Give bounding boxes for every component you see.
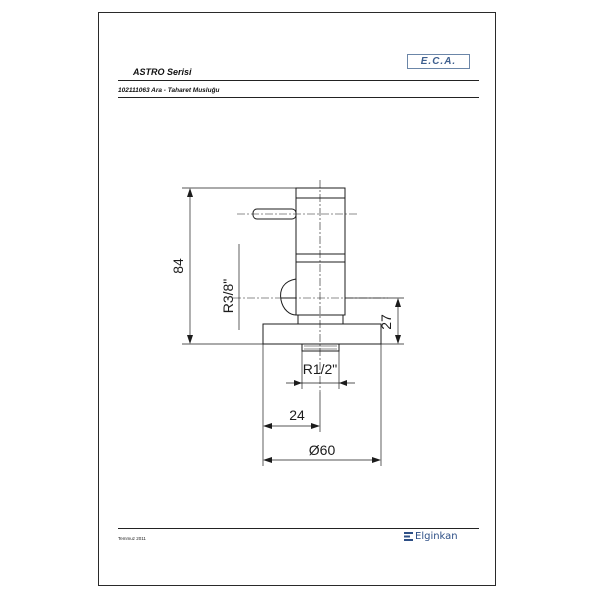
dim-offset-label: 24 <box>289 407 305 423</box>
footer-rule <box>118 528 479 529</box>
elginkan-mark-icon <box>404 532 413 541</box>
outlet-thread <box>301 343 340 352</box>
dim-base-label: 27 <box>378 314 394 330</box>
drawing-sheet <box>98 12 496 586</box>
dim-diameter-label: Ø60 <box>309 442 336 458</box>
eca-logo: E.C.A. <box>407 54 470 69</box>
dim-thread-in-label: R3/8" <box>220 279 236 314</box>
side-outlet <box>280 278 297 316</box>
footer-date: Temmuz 2011 <box>118 536 146 541</box>
header-rule-top <box>118 80 479 81</box>
eca-logo-text: E.C.A. <box>420 56 457 67</box>
valve-body <box>295 187 346 316</box>
series-title: ASTRO Serisi <box>133 67 192 77</box>
elginkan-logo: Elginkan <box>404 531 458 542</box>
product-title: 102111063 Ara - Taharet Musluğu <box>118 87 220 94</box>
header-rule-bottom <box>118 97 479 98</box>
brand-name: Elginkan <box>415 531 458 542</box>
base-flange <box>262 323 382 345</box>
dim-thread-out-label: R1/2" <box>303 361 338 377</box>
dim-height-label: 84 <box>170 258 186 274</box>
